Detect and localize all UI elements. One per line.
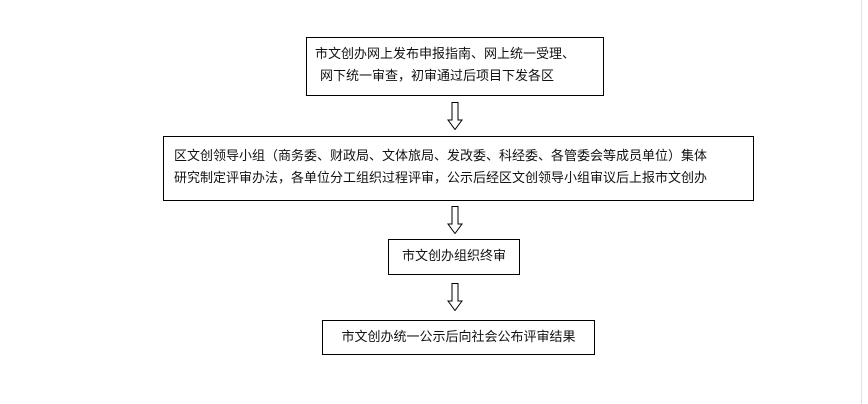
step-2-line-2: 研究制定评审办法，各单位分工组织过程评审，公示后经区文创领导小组审议后上报市文创… xyxy=(174,171,708,186)
step-final-review: 市文创办组织终审 xyxy=(388,239,520,275)
step-4-line-1: 市文创办统一公示后向社会公布评审结果 xyxy=(341,330,576,345)
step-publish-results: 市文创办统一公示后向社会公布评审结果 xyxy=(322,320,595,355)
down-arrow-icon xyxy=(447,102,463,130)
down-arrow-icon xyxy=(447,283,463,311)
step-1-line-2: 网下统一审查，初审通过后项目下发各区 xyxy=(320,69,555,84)
step-1-line-1: 市文创办网上发布申报指南、网上统一受理、 xyxy=(315,47,576,62)
down-arrow-icon xyxy=(447,206,463,234)
step-2-line-1: 区文创领导小组（商务委、财政局、文体旅局、发改委、科经委、各管委会等成员单位）集… xyxy=(174,149,708,164)
step-online-publish-review: 市文创办网上发布申报指南、网上统一受理、 网下统一审查，初审通过后项目下发各区 xyxy=(306,37,604,96)
step-3-line-1: 市文创办组织终审 xyxy=(401,249,506,264)
page-edge-rule xyxy=(861,0,862,404)
step-district-group-review: 区文创领导小组（商务委、财政局、文体旅局、发改委、科经委、各管委会等成员单位）集… xyxy=(163,136,754,201)
